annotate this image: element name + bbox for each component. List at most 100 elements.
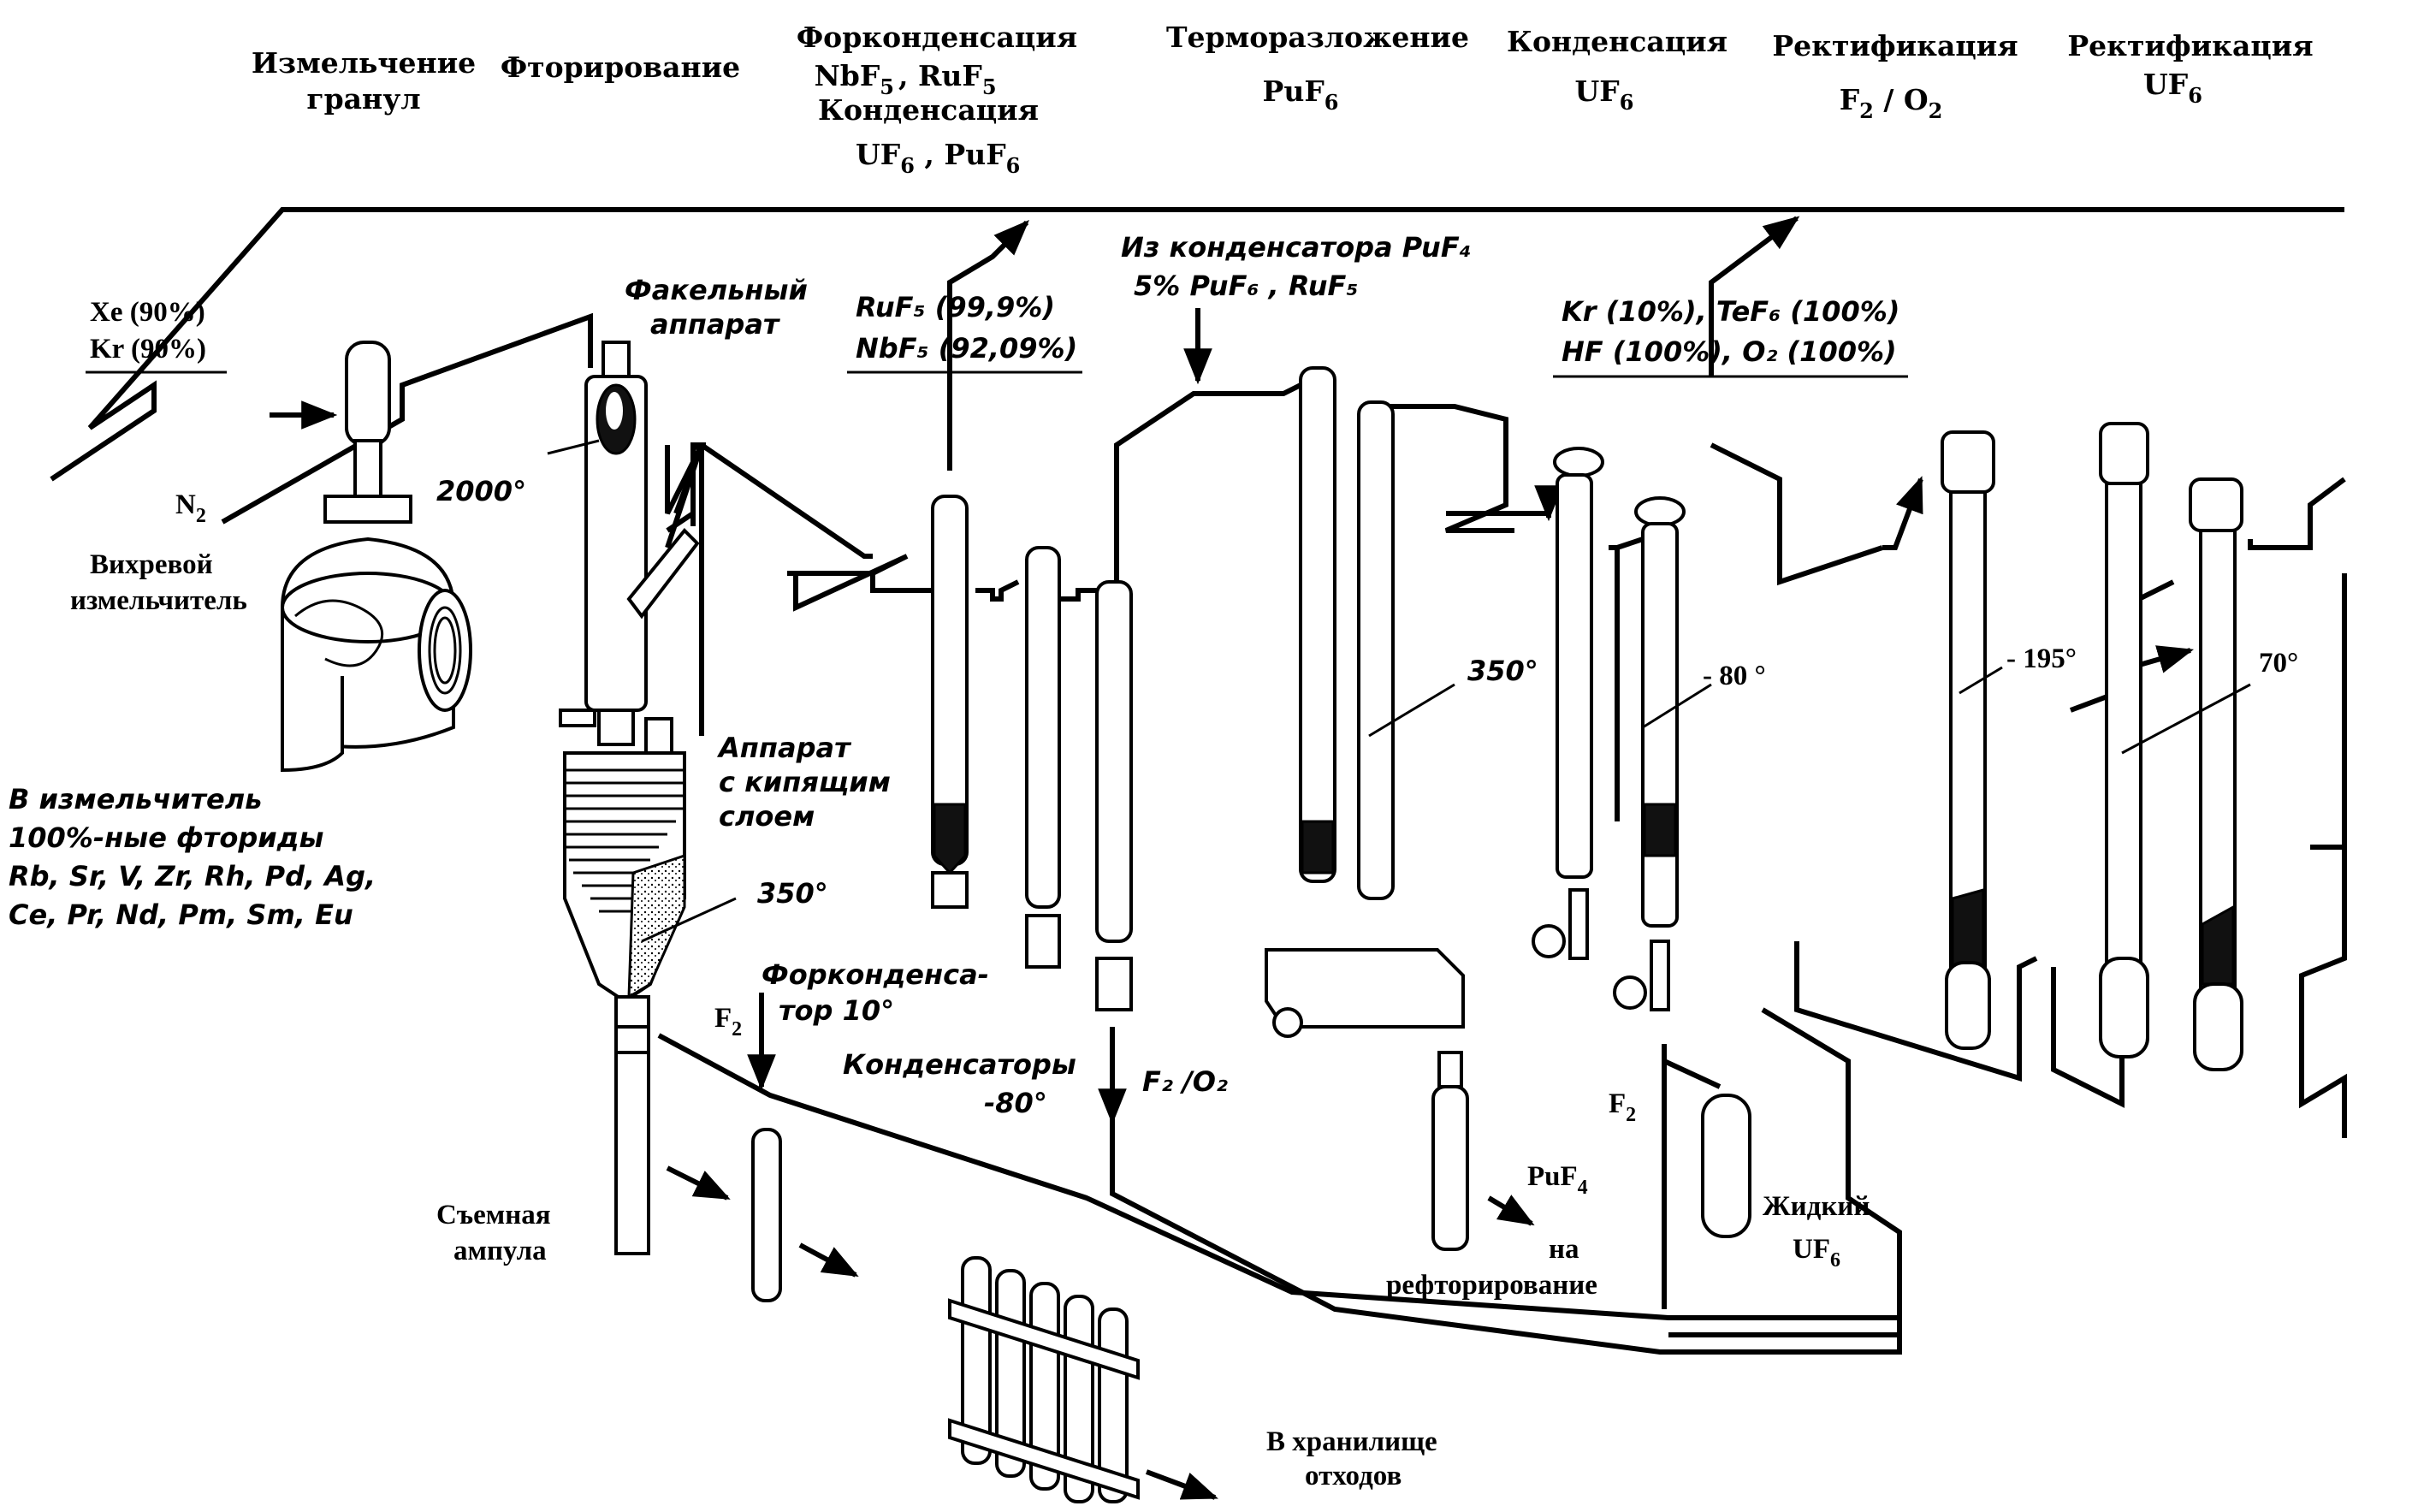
f2o2-column-liquid: [1951, 888, 1985, 969]
mill-hopper: [345, 341, 391, 447]
label-temp-2000: 2000°: [436, 475, 526, 507]
condensation-offgas-pipe: [1709, 216, 1800, 377]
precondenser-feed-pipe: [796, 571, 950, 593]
condenser-2-body: [1095, 580, 1133, 943]
puf4-out-arrow: [1487, 1195, 1535, 1226]
flame-top-nozzle: [602, 341, 631, 378]
puf4-receiver: [1431, 1085, 1469, 1251]
rack-bar-top: [948, 1298, 1140, 1380]
label-condensers: Конденсаторы -80°: [843, 1048, 1076, 1119]
svg-text:Ce, Pr, Nd, Pm, Sm, Eu: Ce, Pr, Nd, Pm, Sm, Eu: [9, 898, 353, 931]
to-storage-arrow: [1145, 1469, 1218, 1500]
stage-header-rectification-f2o2: Ректификация F2 / O2: [1772, 29, 2018, 123]
uf6-column-2-cap: [2189, 477, 2243, 532]
svg-text:UF6: UF6: [1793, 1234, 1840, 1272]
mill-coil-housing: [418, 589, 472, 712]
svg-text:измельчитель: измельчитель: [70, 585, 247, 616]
label-flame-apparatus: Факельный аппарат: [625, 274, 808, 341]
uf6-column-1-cap: [2099, 422, 2149, 485]
top-gas-header-pipe: [50, 207, 2344, 482]
mill-coil-core: [433, 616, 457, 685]
flame-neck: [597, 709, 635, 746]
svg-text:-80°: -80°: [984, 1087, 1047, 1119]
label-waste-storage: В хранилище отходов: [1266, 1426, 1437, 1491]
f2o2-column-bottom-pipe: [1794, 941, 2038, 1082]
svg-text:Форконденса-: Форконденса-: [762, 958, 989, 991]
label-from-condenser: Из конденсатора PuF₄ 5% PuF₆ , RuF₅: [1121, 231, 1472, 302]
svg-text:Вихревой: Вихревой: [90, 549, 213, 580]
svg-text:Xe (90%): Xe (90%): [90, 297, 205, 328]
liquid-uf6-container: [1701, 1094, 1751, 1238]
condenser-2: [1095, 580, 1133, 1011]
svg-text:Факельный: Факельный: [625, 274, 808, 306]
mill-flange: [323, 495, 412, 524]
condensation-unit: [1532, 447, 1751, 1238]
ampoule-to-storage-arrow: [798, 1242, 859, 1278]
condensation-deposit: [1643, 803, 1677, 857]
condensation-valve-1: [1532, 924, 1566, 958]
thermal-tower-2: [1357, 400, 1395, 900]
label-liquid-uf6: Жидкий UF6: [1763, 1191, 1870, 1272]
svg-text:Измельчение: Измельчение: [252, 46, 476, 80]
rack-bar-bottom: [948, 1418, 1140, 1500]
condenser-link-pipe-1: [975, 579, 1020, 602]
stage-header-fluorination: Фторирование: [501, 50, 740, 84]
mill-feed-tube: [353, 439, 382, 502]
flame-valve: [559, 709, 596, 727]
label-temp-350-bed: 350°: [757, 877, 828, 910]
svg-text:RuF₅ (99,9%): RuF₅ (99,9%): [856, 291, 1055, 323]
uf6-column-1-body: [2105, 482, 2142, 964]
label-f2o2: F₂ /O₂: [1142, 1065, 1228, 1098]
condenser-1-bottom: [1025, 914, 1061, 969]
svg-text:Съемная: Съемная: [436, 1200, 551, 1230]
svg-text:гранул: гранул: [306, 82, 420, 116]
precondenser: [931, 495, 969, 909]
stage-header-thermal-decomposition: Терморазложение PuF6: [1166, 21, 1469, 115]
thermal-wheel: [1272, 1007, 1303, 1038]
stage-header-precondensation: Форконденсация NbF5 , RuF5 Конденсация U…: [797, 21, 1077, 178]
svg-text:Конденсация: Конденсация: [1507, 25, 1728, 58]
uf6-column-exit-pipe: [2299, 845, 2347, 1138]
leader-minus195: [1959, 666, 2003, 695]
svg-text:HF (100%), O₂ (100%): HF (100%), O₂ (100%): [1562, 335, 1897, 368]
leader-70: [2121, 683, 2251, 755]
label-vortex-mill: Вихревой измельчитель: [70, 549, 247, 616]
waste-storage-rack: [948, 1256, 1218, 1503]
rectification-uf6-column-1: [2099, 422, 2149, 1058]
svg-text:Конденсаторы: Конденсаторы: [843, 1048, 1076, 1081]
leader-350-tower: [1368, 683, 1455, 738]
removed-ampoule: [666, 1128, 859, 1302]
svg-text:Rb, Sr, V, Zr, Rh, Pd, Ag,: Rb, Sr, V, Zr, Rh, Pd, Ag,: [9, 860, 376, 892]
precondenser-offgas-pipe: [947, 220, 1029, 471]
rectification-return-pipe: [1668, 1007, 1902, 1337]
mill-coil-inner: [428, 606, 462, 695]
svg-text:Из конденсатора PuF₄: Из конденсатора PuF₄: [1121, 231, 1472, 264]
mill-front-panel: [281, 667, 344, 773]
rectification-uf6-column-2: [2189, 477, 2243, 1071]
svg-text:UF6 , PuF6: UF6 , PuF6: [856, 138, 1020, 178]
svg-text:100%-ные фториды: 100%-ные фториды: [9, 821, 323, 854]
thermal-tower-1: [1299, 366, 1336, 883]
svg-text:тор 10°: тор 10°: [779, 994, 894, 1027]
label-f2-left: F2: [714, 1003, 742, 1041]
fluidized-bed-apparatus: [563, 717, 686, 1255]
label-xe-kr: Xe (90%) Kr (90%): [90, 297, 206, 365]
svg-text:5% PuF₆ , RuF₅: 5% PuF₆ , RuF₅: [1134, 270, 1358, 302]
label-to-refluorination: на рефторирование: [1386, 1234, 1597, 1301]
n2-feed-pipe: [221, 312, 593, 525]
condensation-cap-2: [1634, 496, 1686, 527]
svg-text:Жидкий: Жидкий: [1763, 1191, 1870, 1222]
condensation-valve-2: [1613, 975, 1647, 1010]
label-puf4: PuF4: [1527, 1161, 1588, 1199]
uf6-column-2-liquid: [2201, 904, 2235, 986]
label-fluidized-bed: Аппарат с кипящим слоем: [716, 732, 891, 833]
condenser-1: [1025, 546, 1061, 969]
thermal-to-condensation-pipe: [1446, 485, 1563, 522]
label-precondenser: Форконденса- тор 10°: [762, 958, 989, 1027]
svg-text:F2 / O2: F2 / O2: [1840, 83, 1943, 123]
puf4-receiver-neck: [1437, 1051, 1463, 1088]
f2o2-column-feed-pipe: [1882, 476, 1923, 550]
ampoule-joint: [614, 1025, 650, 1054]
label-ruf5-nbf5: RuF₅ (99,9%) NbF₅ (92,09%): [847, 291, 1082, 374]
